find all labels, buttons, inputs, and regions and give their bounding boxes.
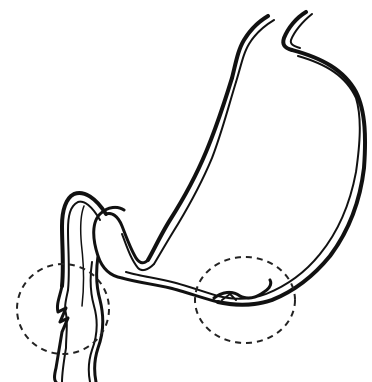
esophagus-left-wall [232,16,268,78]
pylorus-duodenum [55,193,219,382]
esophagus-left-wall-inner [236,20,274,82]
descending-duodenum-left-inner [62,290,68,382]
stomach-wall [148,50,365,305]
greater-curvature-outer [218,50,365,305]
antrum-lower-wall-inner [126,272,218,296]
esophagus [232,12,312,82]
duodenum-lumen-line [81,206,84,306]
greater-curvature-inner [218,56,360,299]
lesser-curvature-outer [148,78,232,260]
antrum-upper-wall [106,214,148,263]
